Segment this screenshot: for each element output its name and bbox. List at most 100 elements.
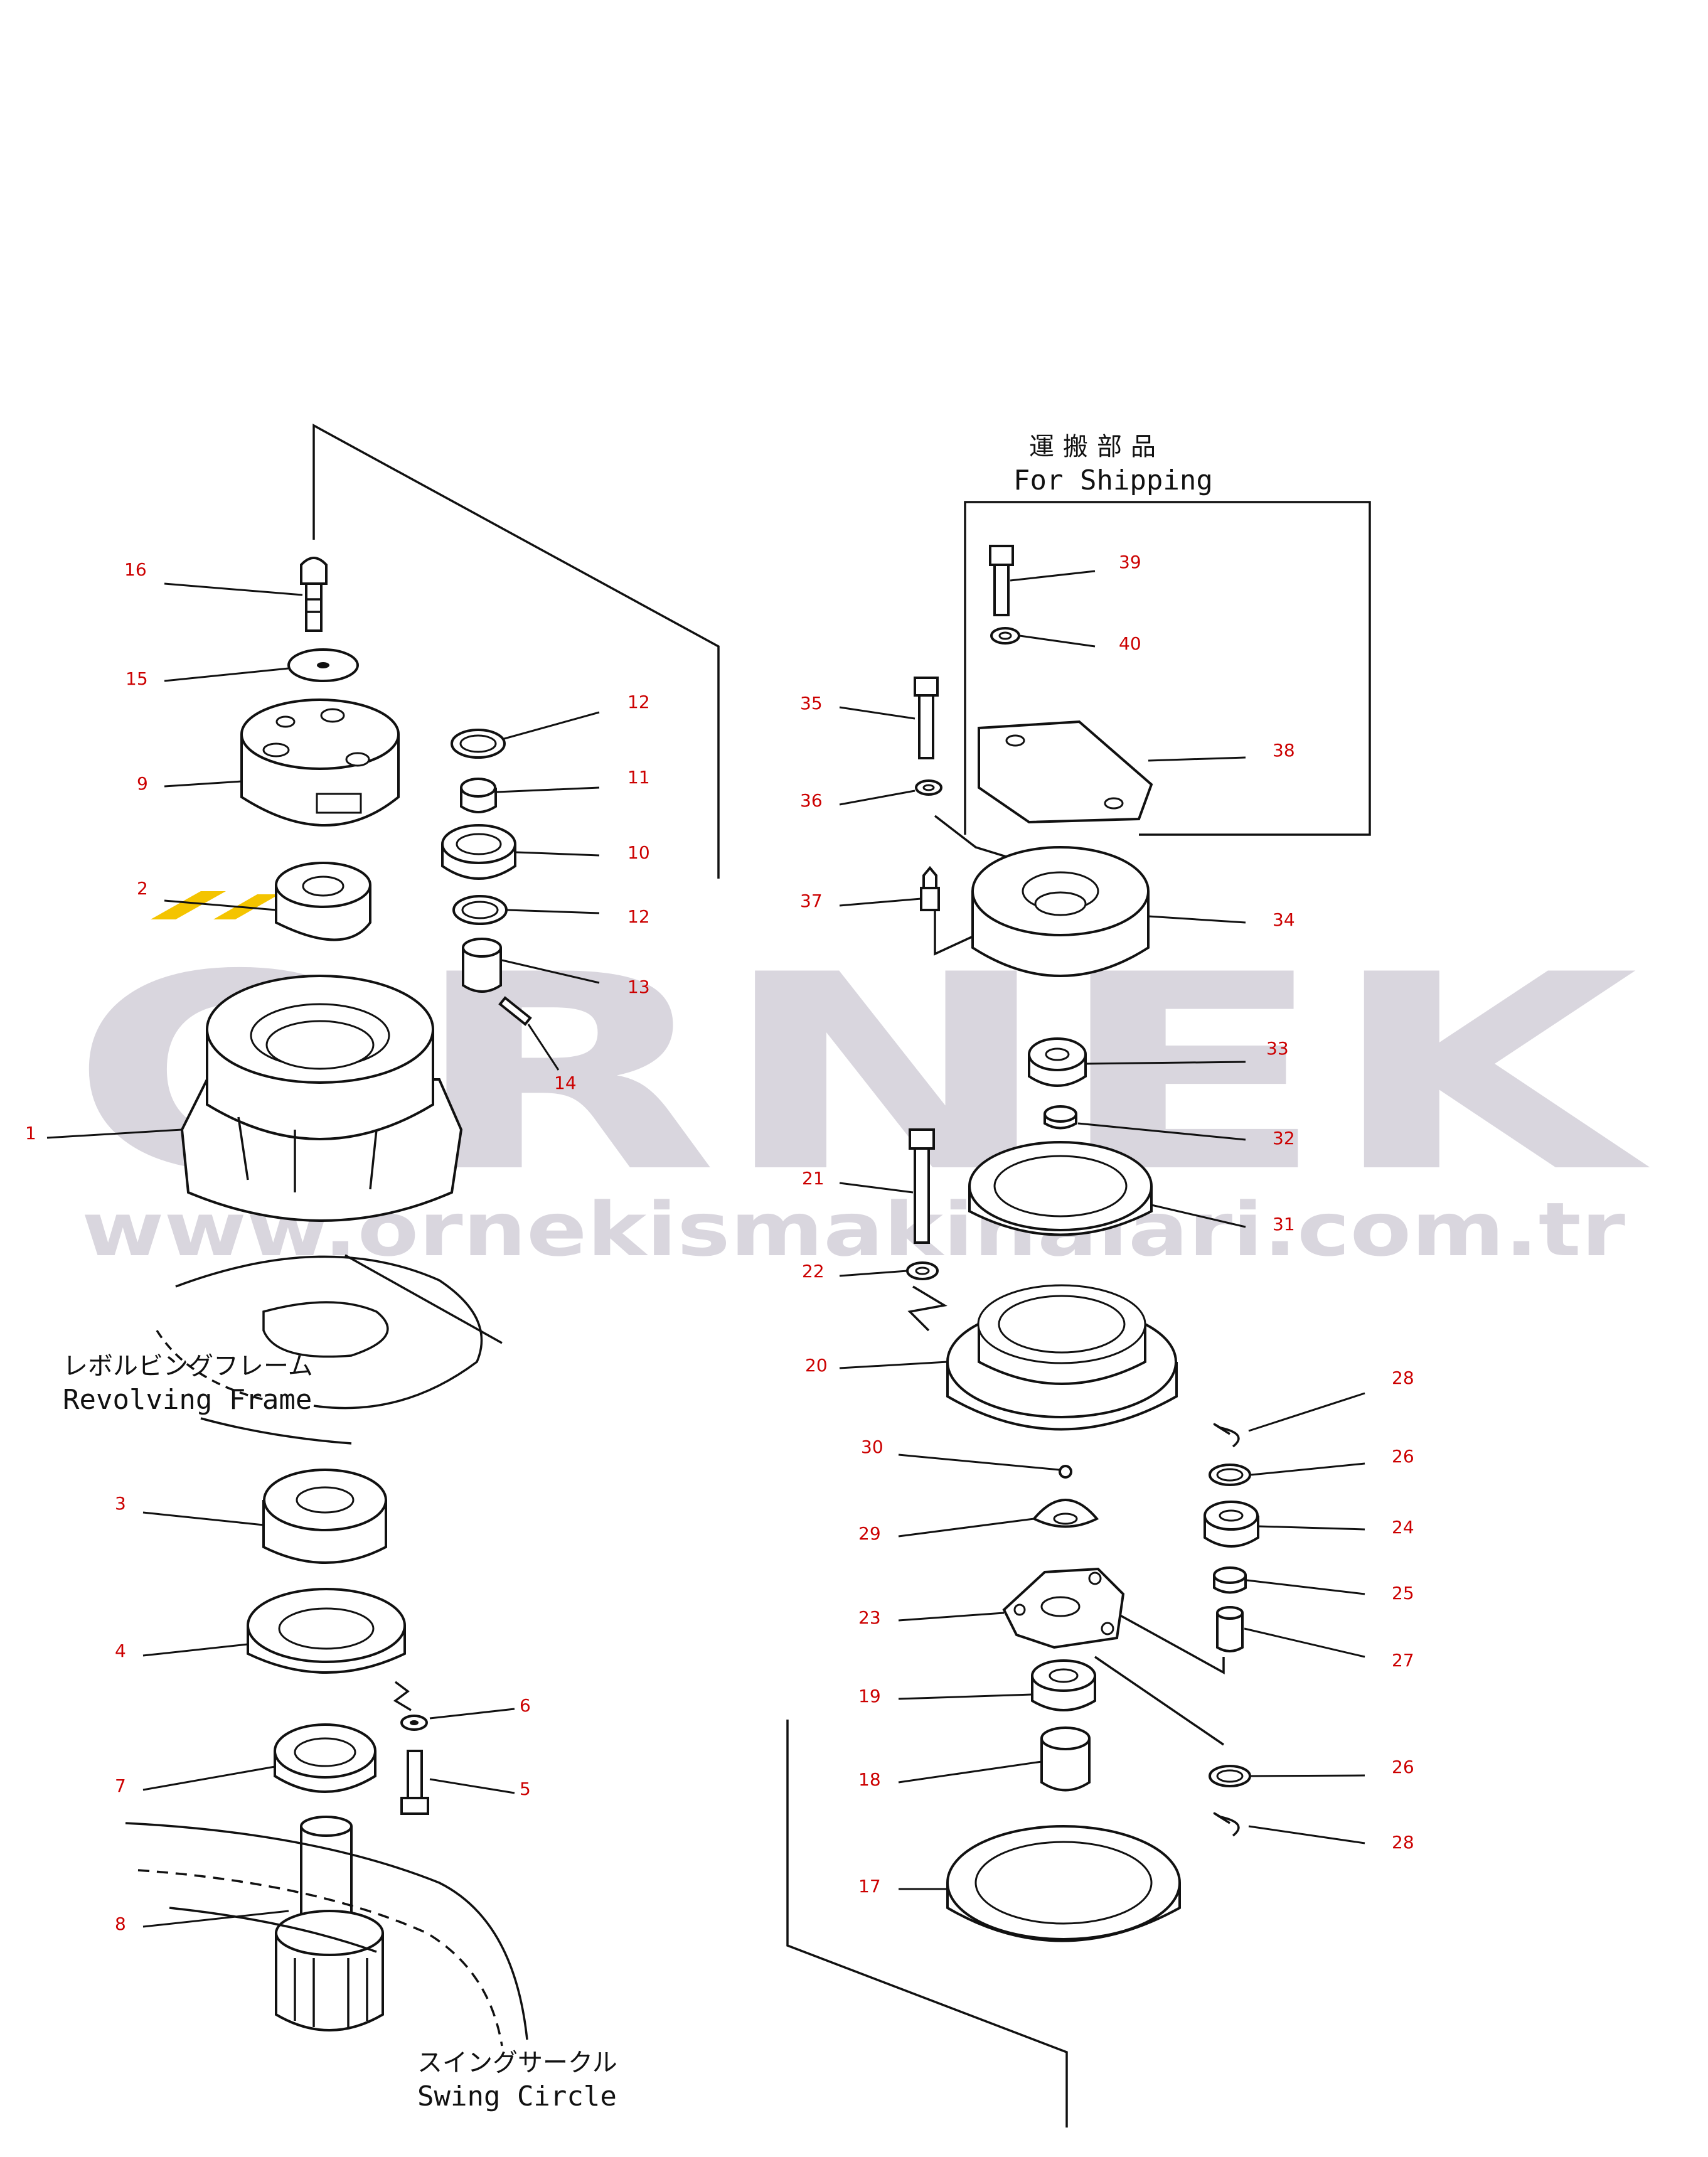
revolving-frame-caption-en: Revolving Frame xyxy=(63,1384,312,1416)
part-label-p14: 14 xyxy=(554,1073,577,1093)
part-33-gear xyxy=(1028,1037,1087,1087)
leader-line-p37 xyxy=(839,897,922,907)
leader-line-p40 xyxy=(1019,634,1096,648)
part-label-p3: 3 xyxy=(115,1493,126,1514)
leader-line-p9 xyxy=(164,780,242,788)
part-label-p5: 5 xyxy=(520,1779,531,1799)
leader-line-p19 xyxy=(898,1693,1033,1700)
part-label-p27: 27 xyxy=(1392,1650,1414,1671)
part-2-gear xyxy=(275,862,371,941)
part-36-washer xyxy=(915,779,942,796)
leader-line-p7 xyxy=(142,1765,275,1791)
part-29-plug xyxy=(1032,1499,1099,1528)
leader-line-p21 xyxy=(839,1182,914,1194)
leader-line-p25 xyxy=(1246,1579,1365,1595)
leader-lines xyxy=(46,570,1365,1928)
part-label-p13: 13 xyxy=(627,977,650,997)
part-label-p11: 11 xyxy=(627,767,650,788)
leader-line-p23 xyxy=(898,1612,1005,1622)
part-31-ring-gear xyxy=(968,1141,1153,1236)
part-10-bearing xyxy=(441,824,516,880)
leader-line-p4 xyxy=(142,1643,248,1657)
part-label-p33: 33 xyxy=(1266,1038,1289,1059)
part-label-p25: 25 xyxy=(1392,1583,1414,1603)
part-label-p6: 6 xyxy=(520,1695,531,1716)
part-4-cover xyxy=(247,1588,406,1674)
part-7-seal xyxy=(274,1723,376,1793)
part-35-bolt xyxy=(914,677,939,759)
part-26a-ring xyxy=(1209,1464,1251,1486)
leader-line-p11 xyxy=(496,786,600,793)
part-9-carrier xyxy=(240,698,400,827)
part-label-p4: 4 xyxy=(115,1640,126,1661)
part-30-ball xyxy=(1059,1465,1072,1479)
part-label-p31: 31 xyxy=(1273,1214,1295,1234)
captions: レボルビングフレーム Revolving Frame スイングサークル Swin… xyxy=(63,432,1213,2112)
leader-line-p26b xyxy=(1251,1774,1365,1777)
part-label-p34: 34 xyxy=(1273,909,1295,930)
part-14-pin xyxy=(498,996,532,1026)
leader-line-p13 xyxy=(501,959,600,984)
part-label-p19: 19 xyxy=(858,1686,881,1706)
part-label-p35: 35 xyxy=(800,693,823,714)
part-label-p10: 10 xyxy=(627,842,650,863)
bracket-lines xyxy=(312,424,1371,2128)
leader-line-p34 xyxy=(1148,915,1246,924)
part-label-p32: 32 xyxy=(1273,1128,1295,1148)
leader-line-p5 xyxy=(429,1778,515,1794)
part-label-p20: 20 xyxy=(805,1355,828,1376)
part-label-p36: 36 xyxy=(800,790,823,811)
revolving-frame-caption-jp: レボルビングフレーム xyxy=(63,1352,313,1381)
swing-circle-sketch xyxy=(125,1822,528,2047)
part-1-housing xyxy=(180,975,463,1222)
leader-line-p24 xyxy=(1257,1525,1365,1531)
part-label-p28a: 28 xyxy=(1392,1368,1414,1388)
part-28a-clip xyxy=(1213,1423,1240,1448)
part-27-shaft xyxy=(1216,1606,1244,1652)
part-32-plug xyxy=(1043,1105,1077,1130)
leader-line-p14 xyxy=(527,1024,560,1071)
shipping-caption-jp: 運搬部品 xyxy=(1029,432,1165,461)
part-label-p21: 21 xyxy=(802,1168,825,1189)
part-18-roller xyxy=(1040,1726,1091,1792)
leader-line-p31 xyxy=(1151,1204,1246,1228)
part-label-p15: 15 xyxy=(125,668,148,689)
part-39-bolt xyxy=(989,545,1014,616)
part-24-gear xyxy=(1204,1501,1259,1548)
part-label-p17: 17 xyxy=(858,1876,881,1897)
part-28b-clip xyxy=(1213,1812,1240,1837)
part-label-p12a: 12 xyxy=(627,692,650,712)
part-label-p8: 8 xyxy=(115,1913,126,1934)
revolving-frame-sketch xyxy=(156,1254,503,1445)
part-label-p30: 30 xyxy=(861,1437,883,1457)
part-40-washer xyxy=(990,627,1020,645)
part-3-gear xyxy=(262,1469,387,1564)
leader-line-p1 xyxy=(46,1128,183,1139)
part-6-washer xyxy=(400,1715,428,1731)
part-label-p38: 38 xyxy=(1273,740,1295,761)
part-12b-ring xyxy=(452,895,508,925)
part-label-p9: 9 xyxy=(137,773,148,794)
part-label-p7: 7 xyxy=(115,1775,126,1796)
part-12a-ring xyxy=(451,729,506,759)
part-21-bolt xyxy=(909,1128,935,1244)
leader-line-p30 xyxy=(898,1453,1060,1471)
leader-line-p32 xyxy=(1077,1122,1246,1141)
part-13-shaft xyxy=(462,938,502,993)
leader-line-p12a xyxy=(501,711,600,741)
leader-line-p35 xyxy=(839,706,915,720)
leader-line-p3 xyxy=(142,1511,264,1526)
part-labels: 1234567891011121213141516171819202122232… xyxy=(25,552,1414,1934)
part-16-bolt xyxy=(300,557,328,632)
leader-line-p36 xyxy=(839,789,915,806)
leader-line-p33 xyxy=(1085,1061,1246,1065)
leader-line-p38 xyxy=(1148,756,1246,762)
part-label-p28b: 28 xyxy=(1392,1832,1414,1853)
leader-line-p28b xyxy=(1248,1825,1365,1844)
leader-line-p20 xyxy=(839,1361,948,1369)
part-label-p26a: 26 xyxy=(1392,1446,1414,1467)
swing-circle-caption-en: Swing Circle xyxy=(417,2080,617,2112)
leader-line-p29 xyxy=(898,1517,1035,1538)
part-label-p23: 23 xyxy=(858,1607,881,1628)
shipping-caption-en: For Shipping xyxy=(1013,464,1213,496)
